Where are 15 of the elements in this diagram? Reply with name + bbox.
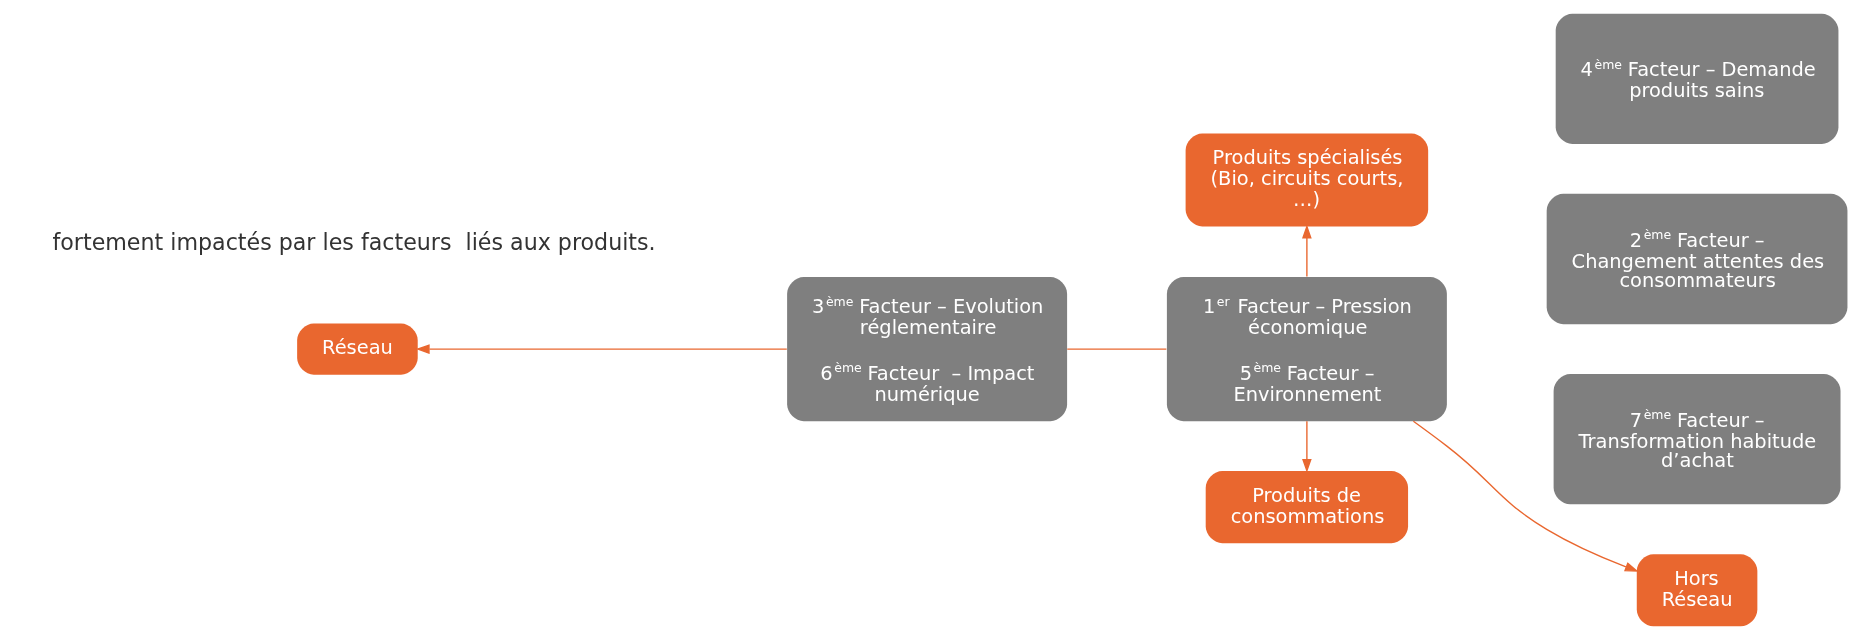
arrow: [1301, 224, 1312, 278]
node-box: 7$^{ème}$ Facteur – Transformation habitude d’achat: [1553, 374, 1841, 505]
node-box: 2$^{ème}$ Facteur – Changement attentes des consommateurs: [1546, 193, 1847, 325]
node-box: Réseau: [296, 323, 418, 375]
node-box: Hors Réseau: [1636, 554, 1757, 627]
node-box: 1$^{er}$ Facteur – Pression économique 5$^{ème}$ Facteur – Environnement: [1166, 277, 1447, 422]
connector: [1066, 348, 1167, 350]
node-box: Produits de consommations: [1205, 471, 1408, 544]
arrow: [1412, 420, 1639, 572]
arrow: [415, 344, 787, 354]
label: fortement impactés par les facteurs liés aux produits.: [51, 229, 656, 256]
node-box: Produits spécialisés (Bio, circuits courts, …): [1185, 133, 1428, 227]
node-box: 4$^{ème}$ Facteur – Demande produits sains: [1555, 13, 1838, 144]
node-box: 3$^{ème}$ Facteur – Evolution réglementaire 6$^{ème}$ Facteur – Impact numérique: [786, 277, 1067, 422]
arrow: [1301, 420, 1312, 473]
